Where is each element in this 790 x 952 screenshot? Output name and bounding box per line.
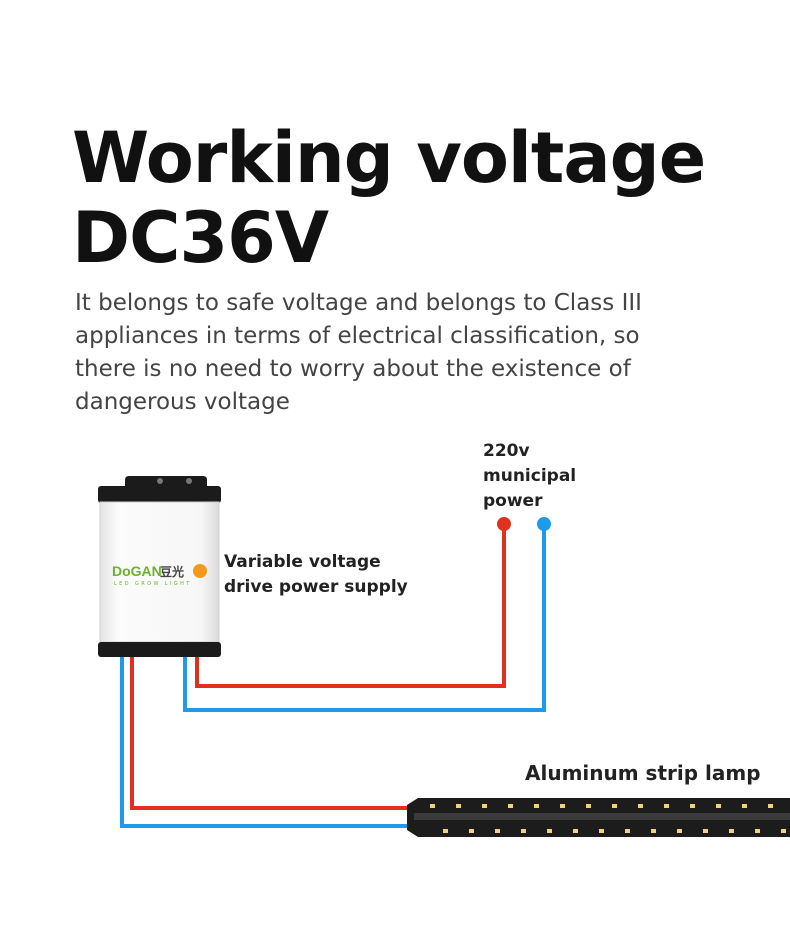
psu-top-cap	[98, 486, 221, 503]
mains-label-line-1: 220v	[483, 441, 530, 461]
neutral-wire-mains	[183, 524, 546, 712]
led-chip	[651, 829, 656, 833]
led-chip	[534, 804, 539, 808]
neutral-wire-lamp	[120, 655, 410, 828]
led-chip	[677, 829, 682, 833]
led-chip	[729, 829, 734, 833]
led-chip	[430, 804, 435, 808]
brand-logo-cn: 豆光	[160, 564, 184, 579]
live-wire-mains	[195, 524, 506, 688]
live-wire-lamp	[130, 655, 410, 810]
brand-logo-text: DoGAN	[112, 563, 162, 579]
psu-label-line-2: drive power supply	[224, 577, 408, 597]
page-title: Working voltage DC36V	[72, 117, 706, 279]
brand-badge-icon	[193, 564, 207, 578]
psu-bottom-cap	[98, 642, 221, 657]
lamp-leds	[430, 804, 786, 833]
led-chip	[495, 829, 500, 833]
led-chip	[716, 804, 721, 808]
lamp-led-strip	[414, 813, 790, 820]
led-chip	[612, 804, 617, 808]
mains-power-label: 220v municipal power	[483, 439, 643, 514]
psu-mounting-flange	[125, 476, 207, 486]
lamp-wires	[120, 655, 410, 828]
led-chip	[508, 804, 513, 808]
live-terminal	[497, 517, 511, 531]
led-chip	[521, 829, 526, 833]
psu-label-line-1: Variable voltage	[224, 552, 381, 572]
led-chip	[547, 829, 552, 833]
led-chip	[625, 829, 630, 833]
led-chip	[560, 804, 565, 808]
description-text: It belongs to safe voltage and belongs t…	[75, 290, 642, 415]
led-chip	[703, 829, 708, 833]
led-chip	[469, 829, 474, 833]
power-supply-label: Variable voltage drive power supply	[224, 550, 424, 600]
led-chip	[664, 804, 669, 808]
led-chip	[690, 804, 695, 808]
led-chip	[573, 829, 578, 833]
title-line-1: Working voltage	[72, 117, 706, 199]
led-chip	[742, 804, 747, 808]
psu-logo: DoGAN 豆光 LED GROW LIGHT	[112, 563, 207, 587]
power-supply-box: DoGAN 豆光 LED GROW LIGHT	[98, 476, 221, 657]
led-chip	[482, 804, 487, 808]
led-chip	[755, 829, 760, 833]
brand-tagline: LED GROW LIGHT	[114, 581, 192, 587]
strip-lamp-label: Aluminum strip lamp	[525, 761, 761, 785]
led-chip	[456, 804, 461, 808]
mains-wires	[183, 517, 551, 712]
led-chip	[586, 804, 591, 808]
led-chip	[599, 829, 604, 833]
led-chip	[443, 829, 448, 833]
mains-label-line-3: power	[483, 491, 543, 511]
led-chip	[781, 829, 786, 833]
mains-label-line-2: municipal	[483, 466, 577, 486]
strip-lamp	[407, 798, 790, 837]
led-chip	[638, 804, 643, 808]
neutral-terminal	[537, 517, 551, 531]
title-line-2: DC36V	[72, 197, 329, 279]
led-chip	[768, 804, 773, 808]
